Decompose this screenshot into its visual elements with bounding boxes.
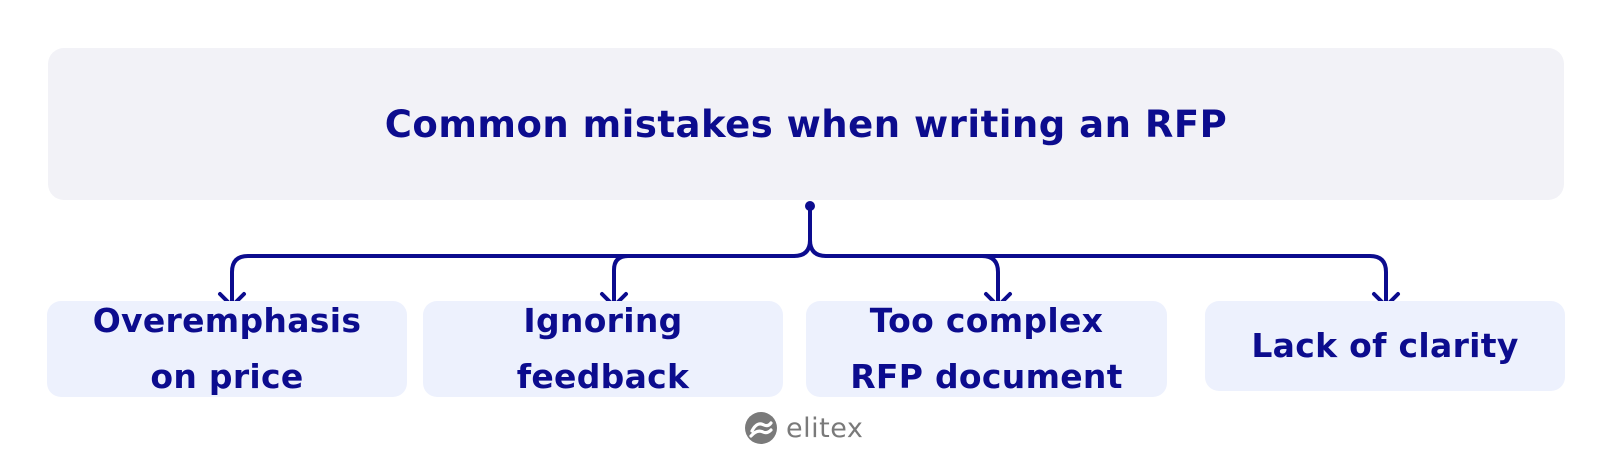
child-node-label: Ignoring feedback <box>516 301 690 396</box>
child-node-label: Overemphasis on price <box>92 301 362 396</box>
elitex-logo-icon <box>745 412 777 444</box>
child-node-lack-of-clarity: Lack of clarity <box>1205 301 1565 391</box>
child-node-overemphasis: Overemphasis on price <box>47 301 407 397</box>
trunk-right-curve <box>808 238 828 258</box>
branch-line-2 <box>612 254 636 308</box>
brand-name: elitex <box>786 412 864 444</box>
branch-line-4 <box>980 254 1388 308</box>
root-node: Common mistakes when writing an RFP <box>48 48 1564 200</box>
diagram-title: Common mistakes when writing an RFP <box>384 102 1228 146</box>
branch-line-1 <box>230 254 796 308</box>
brand-footer: elitex <box>744 410 863 446</box>
child-node-label: Too complex RFP document <box>850 301 1123 396</box>
child-node-too-complex: Too complex RFP document <box>806 301 1167 397</box>
child-node-ignoring-feedback: Ignoring feedback <box>423 301 783 397</box>
trunk-left-curve <box>792 204 812 258</box>
child-node-label: Lack of clarity <box>1251 326 1519 365</box>
